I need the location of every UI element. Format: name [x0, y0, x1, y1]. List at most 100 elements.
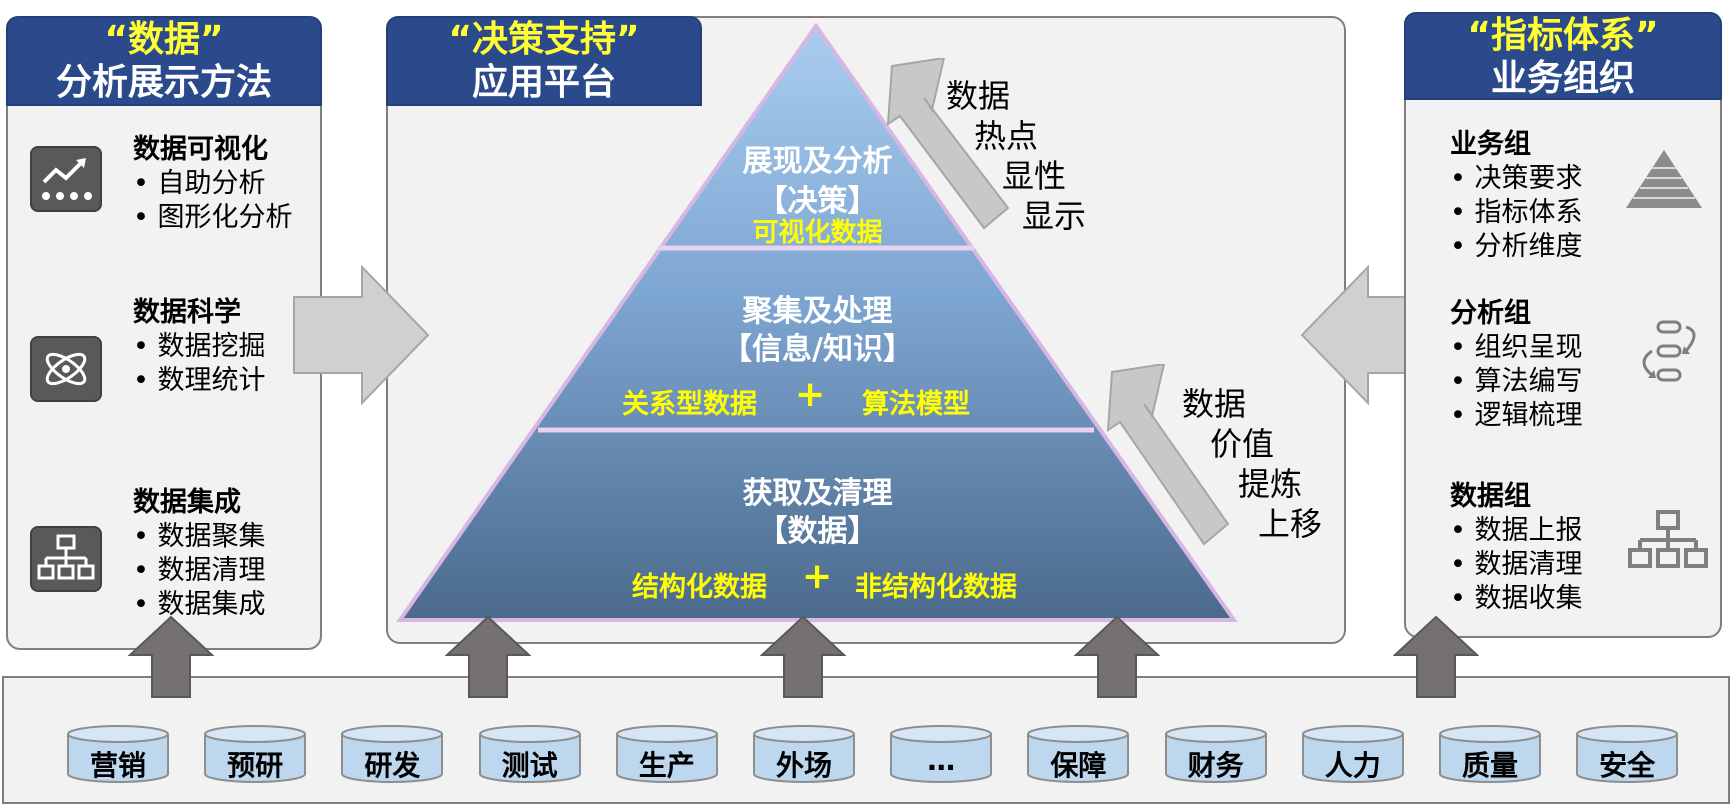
pyramid-bottom-title: 获取及清理	[742, 476, 893, 511]
atom-icon	[30, 336, 102, 402]
left-group-item: 数据聚集	[133, 520, 266, 554]
lower-arrow-text-2: 价值	[1210, 425, 1275, 463]
right-group-item: 算法编写	[1450, 365, 1583, 399]
left-group-heading: 数据可视化	[133, 134, 268, 165]
database-icon	[67, 725, 169, 783]
right-group-item: 数据上报	[1450, 514, 1583, 548]
database-label: 生产	[638, 749, 695, 782]
left-panel-title-quote: “数据”	[104, 19, 224, 60]
right-group-item: 决策要求	[1450, 162, 1583, 196]
database-icon	[1164, 725, 1267, 783]
right-group-analysis: 分析组 组织呈现 算法编写 逻辑梳理	[1450, 297, 1583, 433]
database-icon	[204, 725, 307, 783]
database-icon	[1301, 725, 1404, 783]
database-cylinder: …	[889, 724, 993, 784]
pyramid-bottom-plus: +	[802, 556, 833, 597]
database-label: 预研	[227, 749, 284, 782]
left-group-item: 数据集成	[133, 588, 266, 622]
database-cylinder: 生产	[615, 724, 719, 784]
database-cylinder: 外场	[752, 724, 856, 784]
upper-arrow-text-3: 显性	[1002, 157, 1067, 195]
right-group-heading: 数据组	[1450, 481, 1531, 512]
flow-cycle-icon	[1642, 320, 1696, 382]
right-panel-title-quote: “指标体系”	[1467, 15, 1659, 56]
left-group-item: 图形化分析	[133, 201, 293, 235]
lower-arrow-text-3: 提炼	[1238, 465, 1303, 503]
hierarchy-icon	[30, 526, 102, 592]
database-cylinder: 人力	[1301, 724, 1405, 784]
pyramid-middle-subtitle: 【信息/知识】	[722, 332, 913, 367]
left-group-item: 数理统计	[133, 364, 266, 398]
center-panel-tab: “决策支持” 应用平台	[386, 16, 702, 106]
right-group-data: 数据组 数据上报 数据清理 数据收集	[1450, 480, 1583, 616]
database-label: 人力	[1324, 749, 1381, 782]
right-panel-title: 业务组织	[1490, 58, 1635, 99]
left-panel-tab: “数据” 分析展示方法	[6, 16, 322, 106]
database-icon	[1439, 725, 1541, 783]
right-group-item: 数据清理	[1450, 548, 1583, 582]
up-arrow-5	[1393, 615, 1479, 698]
database-icon	[1576, 725, 1679, 783]
database-label: 保障	[1050, 749, 1107, 782]
right-group-heading: 业务组	[1450, 129, 1531, 160]
database-icon	[341, 725, 444, 783]
up-arrow-2	[445, 615, 531, 698]
right-group-item: 分析维度	[1450, 230, 1583, 264]
pyramid-middle-right-highlight: 算法模型	[862, 389, 970, 420]
lower-arrow-text-1: 数据	[1182, 385, 1247, 423]
center-panel-title: 应用平台	[471, 62, 616, 103]
database-label: 安全	[1599, 749, 1656, 782]
pyramid-top-subtitle: 【决策】	[757, 184, 878, 219]
database-label: …	[927, 744, 956, 777]
left-panel-title: 分析展示方法	[55, 62, 272, 103]
database-icon	[753, 725, 855, 783]
pyramid-top-title: 展现及分析	[742, 144, 893, 179]
right-panel-tab: “指标体系” 业务组织	[1404, 12, 1722, 100]
upper-arrow-text-4: 显示	[1022, 197, 1087, 235]
left-group-visualization: 数据可视化 自助分析 图形化分析	[133, 133, 293, 235]
up-arrow-1	[128, 615, 214, 698]
lower-arrow-text-4: 上移	[1258, 505, 1323, 543]
database-cylinder: 预研	[203, 724, 307, 784]
database-icon	[1027, 725, 1130, 783]
upper-arrow-text-2: 热点	[974, 117, 1039, 155]
upper-arrow-text-1: 数据	[946, 77, 1011, 115]
up-arrow-4	[1074, 615, 1160, 698]
database-cylinder: 研发	[340, 724, 444, 784]
up-arrow-3	[760, 615, 846, 698]
org-chart-icon	[1628, 510, 1708, 568]
pyramid	[396, 22, 1238, 622]
pyramid-bottom-left-highlight: 结构化数据	[632, 572, 767, 603]
database-cylinder: 质量	[1438, 724, 1542, 784]
database-label: 质量	[1461, 749, 1518, 782]
right-group-item: 指标体系	[1450, 196, 1583, 230]
pyramid-icon	[1626, 150, 1702, 208]
left-group-heading: 数据科学	[133, 297, 241, 328]
database-cylinder: 保障	[1026, 724, 1130, 784]
left-group-item: 自助分析	[133, 167, 293, 201]
database-label: 测试	[501, 749, 558, 782]
database-icon	[615, 725, 718, 783]
pyramid-bottom-right-highlight: 非结构化数据	[855, 572, 1017, 603]
left-to-center-arrow	[293, 265, 430, 405]
upper-diagonal-arrow	[886, 58, 1010, 230]
right-group-heading: 分析组	[1450, 298, 1531, 329]
left-group-heading: 数据集成	[133, 487, 241, 518]
pyramid-top-highlight: 可视化数据	[752, 218, 883, 248]
pyramid-middle-title: 聚集及处理	[742, 294, 893, 329]
left-group-data-integration: 数据集成 数据聚集 数据清理 数据集成	[133, 486, 266, 622]
database-label: 外场	[775, 749, 832, 782]
pyramid-middle-plus: +	[795, 374, 826, 415]
chart-trend-icon	[30, 146, 102, 212]
database-cylinder: 财务	[1164, 724, 1268, 784]
pyramid-body	[396, 22, 1238, 622]
database-label: 财务	[1187, 749, 1244, 782]
database-label: 营销	[89, 749, 146, 782]
lower-diagonal-arrow	[1106, 364, 1230, 546]
database-cylinder: 安全	[1575, 724, 1679, 784]
database-cylinder: 测试	[478, 724, 582, 784]
right-group-item: 数据收集	[1450, 582, 1583, 616]
right-group-business: 业务组 决策要求 指标体系 分析维度	[1450, 128, 1583, 264]
left-group-data-science: 数据科学 数据挖掘 数理统计	[133, 296, 266, 398]
left-group-item: 数据挖掘	[133, 330, 266, 364]
